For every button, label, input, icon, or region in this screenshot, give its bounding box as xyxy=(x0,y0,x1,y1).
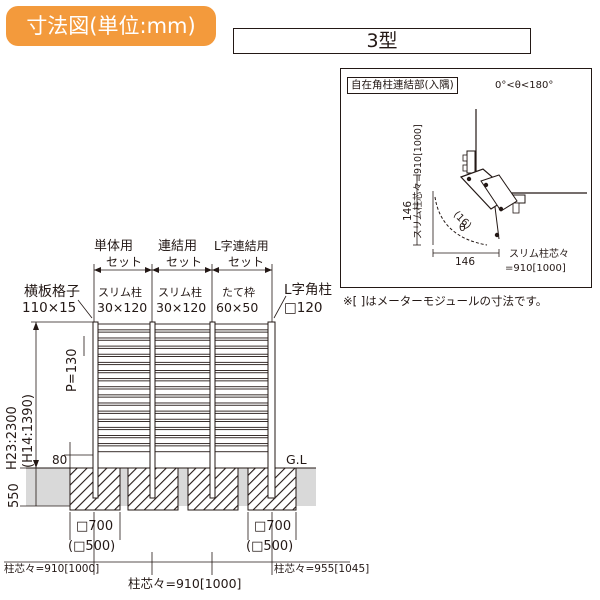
slat-size: 110×15 xyxy=(22,300,76,316)
lpost-name: L字角柱 xyxy=(284,282,332,298)
fence-slat xyxy=(95,445,273,453)
fence-slat xyxy=(95,356,273,363)
set2-name-2: セット xyxy=(166,255,202,269)
type-label-box: 3型 xyxy=(233,28,531,54)
fence-slat xyxy=(95,388,273,396)
foundation-3 xyxy=(187,467,239,511)
fence-slat xyxy=(95,372,273,380)
set1-name-2: セット xyxy=(106,255,142,269)
dim-80: 80 xyxy=(52,453,67,467)
post-4-lcorner xyxy=(267,321,276,499)
detail-dim-146-h: 146 xyxy=(455,256,475,268)
set3-name-1: L字連結用 xyxy=(214,238,269,253)
set1-name-1: 単体用 xyxy=(94,238,133,254)
fence-slat xyxy=(95,412,273,420)
drawing-title-badge: 寸法図(単位:mm) xyxy=(6,6,216,46)
fence-slat xyxy=(95,421,273,428)
foundation-1 xyxy=(69,467,121,511)
corner-joint-detail: 自在角柱連結部(入隅) 0°<θ<180° xyxy=(340,68,592,288)
detail-v-label: スリム柱芯々=910[1000] xyxy=(412,124,424,239)
set1-size: 30×120 xyxy=(97,300,147,315)
gl-label: G.L xyxy=(286,452,307,467)
set3-size: 60×50 xyxy=(216,300,258,315)
foundation-2-size: □700 xyxy=(254,519,291,534)
detail-title: 自在角柱連結部(入隅) xyxy=(347,77,458,94)
foundation-1-size: □700 xyxy=(76,519,113,534)
foundation-4 xyxy=(247,467,297,511)
pitch-label: P=130 xyxy=(65,348,80,392)
dim-550: 550 xyxy=(7,483,22,508)
detail-angle-range: 0°<θ<180° xyxy=(495,80,554,91)
set2-post: スリム柱 xyxy=(158,285,202,299)
set1-post: スリム柱 xyxy=(98,285,142,299)
fence-slat xyxy=(95,396,273,404)
detail-h-label-2: =910[1000] xyxy=(505,263,566,274)
fence-slat xyxy=(95,380,273,388)
fence-slat xyxy=(95,429,273,436)
detail-dim-146-v: 146 xyxy=(402,201,414,221)
set2-name-1: 連結用 xyxy=(158,239,197,254)
fence-slat xyxy=(95,364,273,371)
post-2 xyxy=(149,321,156,499)
foundation-2 xyxy=(127,467,179,511)
set2-size: 30×120 xyxy=(156,300,206,315)
set3-post: たて枠 xyxy=(222,285,255,299)
fence-slats xyxy=(95,323,273,453)
corner-joint-figure: 146 146 (16) θ スリム柱芯々=910[1000] スリム柱芯々 =… xyxy=(402,109,587,274)
fence-slat xyxy=(95,347,273,355)
module-note: ※[ ]はメーターモジュールの寸法です。 xyxy=(343,294,548,308)
post-1 xyxy=(92,321,99,499)
foundation-2-alt: (□500) xyxy=(246,539,293,554)
foundation-1-alt: (□500) xyxy=(68,539,115,554)
fence-slat xyxy=(95,404,273,412)
post-3 xyxy=(209,321,216,499)
fence-slat xyxy=(95,437,273,445)
lpost-size: □120 xyxy=(284,300,323,316)
ground-band xyxy=(26,468,316,506)
fence-slat xyxy=(95,323,273,331)
slat-name: 横板格子 xyxy=(24,284,80,300)
pitch-left-label: 柱芯々=910[1000] xyxy=(4,562,99,575)
height-alt-label: (H14:1390) xyxy=(21,394,36,468)
fence-slat xyxy=(95,331,273,339)
detail-h-label-1: スリム柱芯々 xyxy=(509,247,569,260)
detail-theta: θ xyxy=(459,221,466,234)
pitch-right-label: 柱芯々=955[1045] xyxy=(274,562,369,575)
fence-slat xyxy=(95,339,273,347)
pitch-center-label: 柱芯々=910[1000] xyxy=(128,576,241,591)
height-label: H23:2300 xyxy=(5,406,20,470)
set3-name-2: セット xyxy=(228,255,264,269)
